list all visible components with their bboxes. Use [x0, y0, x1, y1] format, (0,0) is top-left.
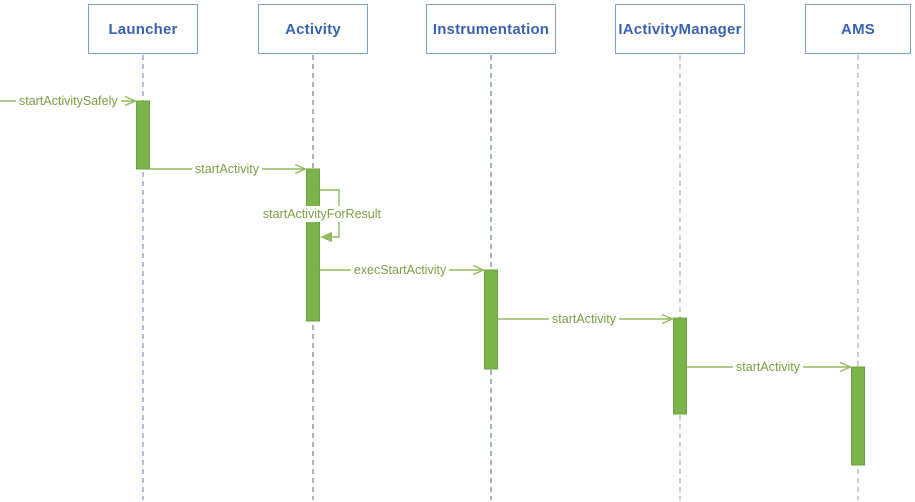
message-label-execstartactivity: execStartActivity	[350, 262, 450, 278]
open-arrowhead-icon	[661, 313, 675, 325]
activation-bar-iactivitymanager	[673, 317, 687, 415]
activation-bar-launcher	[136, 100, 150, 170]
open-arrowhead-icon	[124, 95, 138, 107]
lifeline-label: Activity	[285, 20, 341, 38]
lifeline-head-activity: Activity	[258, 4, 368, 54]
open-arrowhead-icon	[839, 361, 853, 373]
message-label-startactivity-1: startActivity	[192, 161, 262, 177]
message-label-startactivitysafely: startActivitySafely	[16, 93, 121, 109]
lifeline-label: AMS	[841, 20, 875, 38]
lifeline-label: IActivityManager	[618, 20, 742, 38]
activation-bar-activity	[306, 168, 320, 322]
open-arrowhead-icon	[294, 163, 308, 175]
lifeline-head-launcher: Launcher	[88, 4, 198, 54]
lifeline-label: Launcher	[108, 20, 178, 38]
lifeline-head-instrumentation: Instrumentation	[426, 4, 556, 54]
filled-arrowhead-icon	[320, 231, 332, 243]
message-label-startactivity-2: startActivity	[549, 311, 619, 327]
open-arrowhead-icon	[472, 264, 486, 276]
message-label-startactivityforresult: startActivityForResult	[259, 206, 384, 222]
activation-bar-ams	[851, 366, 865, 466]
activation-bar-instrumentation	[484, 269, 498, 370]
lifeline-head-ams: AMS	[805, 4, 911, 54]
message-label-startactivity-3: startActivity	[733, 359, 803, 375]
lifeline-head-iactivitymanager: IActivityManager	[615, 4, 745, 54]
lifeline-label: Instrumentation	[432, 20, 550, 38]
